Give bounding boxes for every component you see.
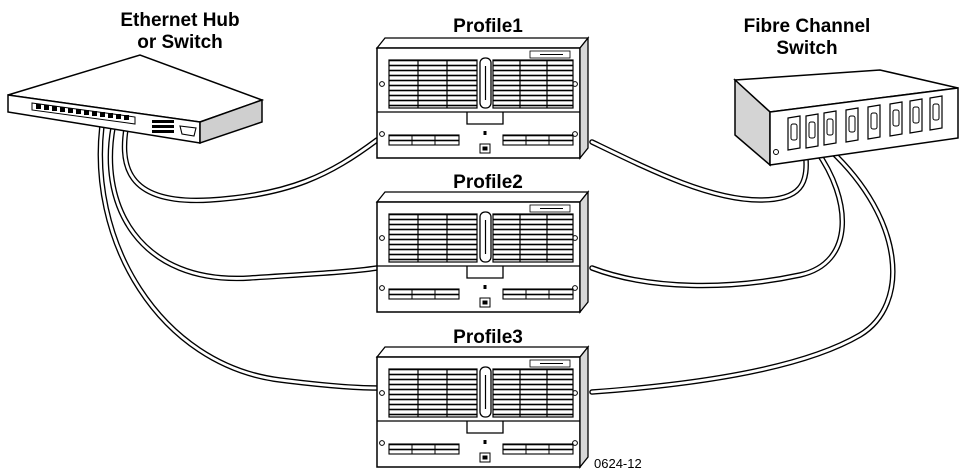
- profile2-label: Profile2: [453, 172, 523, 193]
- profile1-server: [376, 37, 589, 159]
- profile1-label: Profile1: [453, 16, 523, 37]
- fibre-channel-label-line1: Fibre Channel: [744, 16, 871, 37]
- profile3-server: [376, 346, 589, 468]
- fibre-channel-label-line2: Switch: [776, 38, 837, 59]
- profile3-label: Profile3: [453, 327, 523, 348]
- cables: [97, 115, 896, 395]
- profile2-server: [376, 191, 589, 313]
- ethernet-hub-device: [7, 54, 265, 145]
- ethernet-hub-label-line1: Ethernet Hub: [120, 10, 239, 31]
- figure-id: 0624-12: [594, 456, 642, 471]
- fibre-channel-switch-device: [733, 69, 959, 167]
- ethernet-hub-label-line2: or Switch: [137, 32, 223, 53]
